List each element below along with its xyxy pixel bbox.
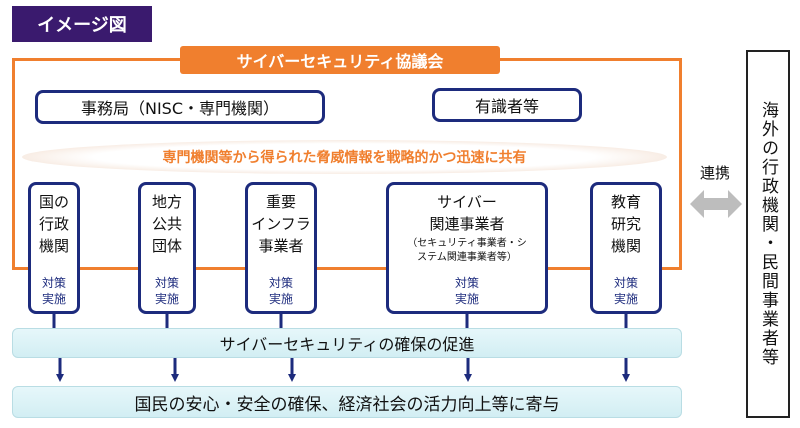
promotion-to-contribution-arrows [56, 358, 630, 382]
contribution-band: 国民の安心・安全の確保、経済社会の活力向上等に寄与 [12, 386, 682, 418]
member-action: 対策 実施 [454, 276, 479, 306]
member-name: 国の 行政 機関 [38, 193, 69, 255]
cooperation-label: 連携 [699, 163, 730, 182]
member-action: 対策 実施 [268, 276, 293, 306]
experts-box: 有識者等 [432, 88, 582, 122]
member-action: 対策 実施 [613, 276, 638, 306]
member-name: サイバー 関連事業者 [429, 193, 505, 233]
experts-label: 有識者等 [474, 97, 539, 116]
member-name: 地方 公共 団体 [151, 193, 182, 255]
council-title: サイバーセキュリティ協議会 [180, 46, 500, 74]
contribution-label: 国民の安心・安全の確保、経済社会の活力向上等に寄与 [134, 394, 560, 415]
member-critical-infrastructure: 重要 インフラ 事業者 対策 実施 [245, 182, 317, 314]
member-name: 重要 インフラ 事業者 [251, 193, 311, 255]
member-national-government: 国の 行政 機関 対策 実施 [28, 182, 80, 314]
member-cyber-related-business: サイバー 関連事業者 （セキュリティ事業者・シ ステム関連事業者等） 対策 実施 [386, 182, 548, 314]
secretariat-label: 事務局（NISC・専門機関） [80, 99, 280, 118]
overseas-entities-label: 海外の行政機関・民間事業者等 [758, 101, 778, 367]
image-label: イメージ図 [12, 6, 152, 42]
member-action: 対策 実施 [154, 276, 179, 306]
promotion-band: サイバーセキュリティの確保の促進 [12, 328, 682, 358]
secretariat-box: 事務局（NISC・専門機関） [35, 90, 325, 124]
member-local-government: 地方 公共 団体 対策 実施 [138, 182, 196, 314]
promotion-label: サイバーセキュリティの確保の促進 [219, 335, 475, 354]
member-to-promotion-lines [52, 314, 628, 328]
overseas-entities-box: 海外の行政機関・民間事業者等 [746, 50, 790, 418]
double-arrow-icon [690, 190, 742, 218]
information-sharing-band: 専門機関等から得られた脅威情報を戦略的かつ迅速に共有 [22, 140, 667, 174]
member-name: 教育 研究 機関 [610, 193, 641, 255]
member-subtitle: （セキュリティ事業者・シ ステム関連事業者等） [407, 238, 527, 263]
member-education-research: 教育 研究 機関 対策 実施 [590, 182, 662, 314]
member-action: 対策 実施 [41, 276, 66, 306]
information-sharing-label: 専門機関等から得られた脅威情報を戦略的かつ迅速に共有 [162, 150, 527, 166]
